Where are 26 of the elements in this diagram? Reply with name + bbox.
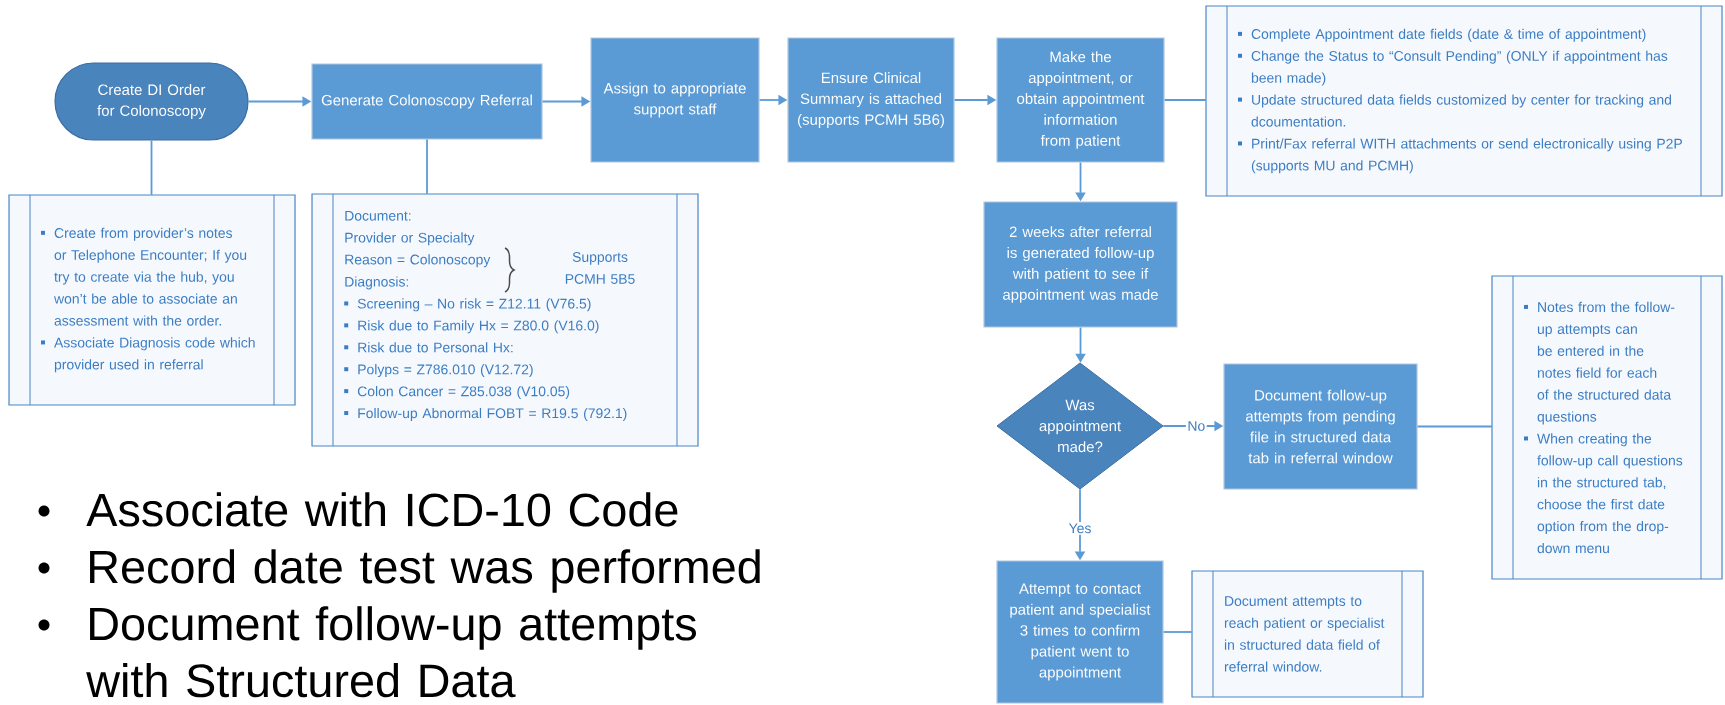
node-label: Risk due to Personal Hx: [358,342,513,353]
annotation-box: Document attempts to reach patient or specialist in structured data field of referral window. [1191,570,1424,698]
side-note: Supports PCMH 5B5 [565,252,635,284]
annotation-box: Notes from the follow-up attempts can be entered in the notes field for each of the structured data questions When creating the follow-up call questions in the structured tab, choose the first date option from the drop-down menu [1491,275,1723,580]
process-box: Assign to appropriate support staff [590,37,760,163]
bullet-text: Record date test was performed [90,549,760,593]
process-box: Document follow-up attempts from pending file in structured data tab in referral window [1223,363,1418,490]
edge-label: Yes [1067,522,1093,535]
node-label: Colon Cancer = Z85.038 (V10.05) [357,386,570,400]
node-label: Screening – No risk = Z12.11 (V76.5) [357,298,591,312]
node-label: Polyps = Z786.010 (V12.72) [358,364,533,378]
bullet-text: Document follow-up attempts with Structured Data [86,606,696,698]
node-label: Diagnosis: [345,276,409,290]
annotation-box: Create from provider’s notes or Telephone Encounter; If you try to create via the hub, you won’t be able to associate an assessment with the order. Associate Diagnosis code which provider used in referral [8,194,296,406]
edge-label: No [1185,419,1207,433]
note-text: Document: Provider or Specialty Reason = Colonoscopy [345,210,491,268]
process-box: Make the appointment, or obtain appointment information from patient [996,37,1165,163]
process-box: Attempt to contact patient and specialist 3 times to confirm patient went to appointment [996,560,1164,704]
process-box: 2 weeks after referral is generated follow-up with patient to see if appointment was made [983,201,1178,328]
annotation-box: Complete Appointment date fields (date & time of appointment) Change the Status to “Consult Pending” (ONLY if appointment has been made) Update structured data fields customized by center for tracking and dcoumentation. Print/Fax referral WITH attachments or send electronically using P2P (supports MU and PCMH) [1205,5,1723,197]
annotation-box [311,193,699,447]
process-box: Generate Colonoscopy Referral [311,63,543,140]
bullet-text: Associate with ICD-10 Code [86,492,678,527]
node-label: Risk due to Family Hx = Z80.0 (V16.0) [358,320,599,334]
process-box: Ensure Clinical Summary is attached (supports PCMH 5B6) [787,37,955,163]
node-label: Follow-up Abnormal FOBT = R19.5 (792.1) [358,407,627,421]
